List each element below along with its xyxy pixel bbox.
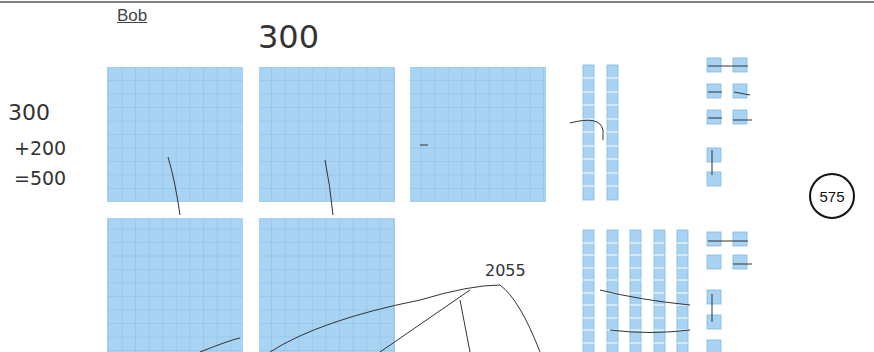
handwritten-note: =500 bbox=[14, 167, 66, 189]
title-heading: Bob bbox=[117, 6, 147, 26]
hundred-flats bbox=[107, 67, 546, 352]
ten-rods bbox=[583, 65, 688, 352]
answer-number: 575 bbox=[819, 188, 844, 205]
answer-circle: 575 bbox=[809, 173, 855, 219]
handwritten-note: +200 bbox=[14, 137, 66, 159]
handwritten-note: 300 bbox=[8, 100, 50, 125]
pencil-marks bbox=[168, 66, 752, 352]
divider-line bbox=[0, 1, 874, 3]
handwritten-note: 2055 bbox=[485, 261, 526, 280]
handwritten-note: 300 bbox=[258, 18, 319, 56]
unit-cubes bbox=[707, 58, 747, 352]
